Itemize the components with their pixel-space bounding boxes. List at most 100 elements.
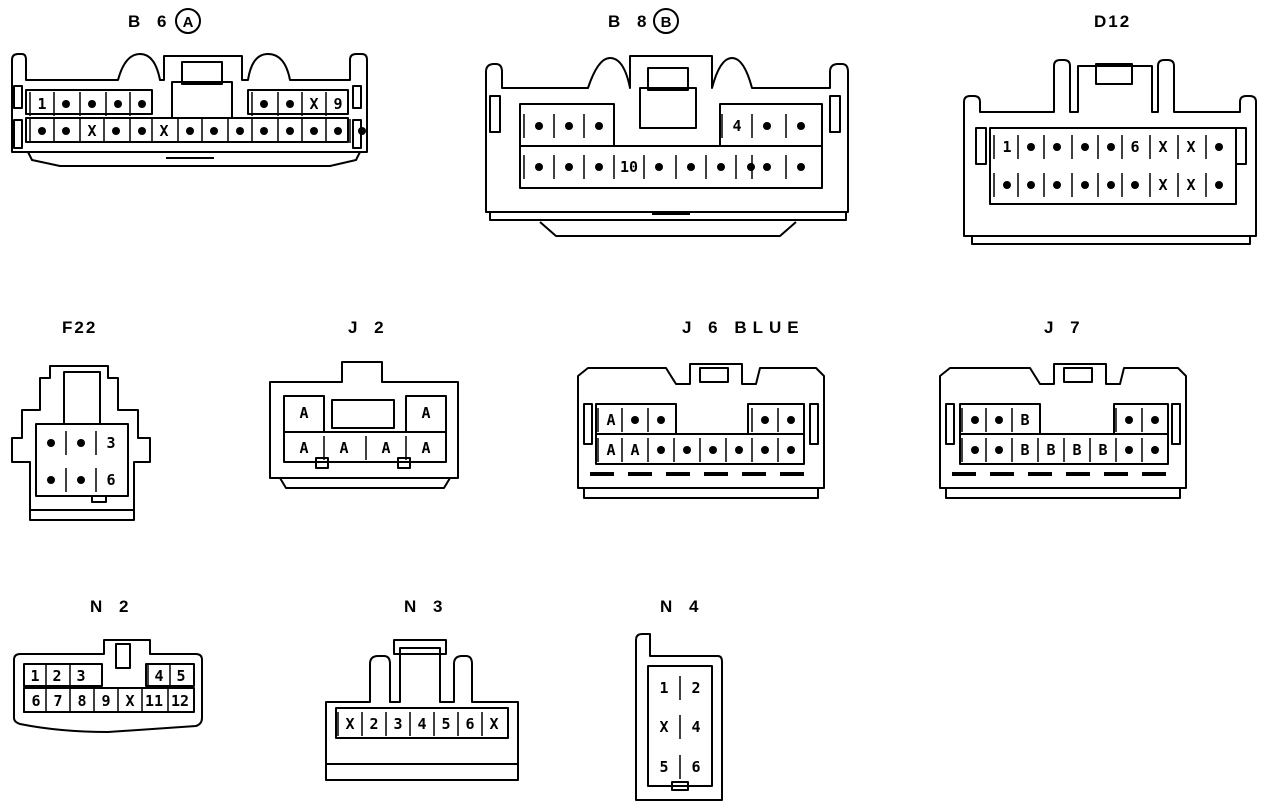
pin-label: 10 [620,158,638,176]
pin-dot [47,476,55,484]
connector-housing [13,639,203,733]
connector-d12: D12 [963,12,1257,245]
pin-dot [1107,143,1115,151]
pin-dot [88,100,96,108]
pin-dot [971,446,979,454]
pin-label: X [125,692,134,710]
pin-dot [1107,181,1115,189]
pin-dot [535,122,543,130]
pin-block [25,89,153,115]
pin-label: X [159,122,168,140]
pin-block [595,433,805,465]
pin-dot [797,163,805,171]
pin-label: 11 [145,692,163,710]
pin-dot [334,127,342,135]
connector-j7: J 7 [939,318,1187,499]
pin-label: A [339,439,348,457]
connector-latch [1095,63,1133,85]
pin-dot [286,100,294,108]
pin-label: X [1158,176,1167,194]
pin-dot [62,127,70,135]
pin-label: A [606,441,615,459]
pin-dot [761,416,769,424]
pin-label: X [87,122,96,140]
pin-label: 4 [732,117,741,135]
connector-b6: B 6 A [11,8,368,167]
connector-base [539,221,797,237]
pin-label: 3 [106,434,115,452]
pin-dot [1131,181,1139,189]
pin-dot [717,163,725,171]
connector-base [27,151,361,167]
connector-label: N 3 [404,597,448,616]
connector-key [671,781,689,791]
pin-dot [1053,143,1061,151]
connector-rib [13,119,23,149]
pin-dot [1151,446,1159,454]
connector-j2: J 2 [269,318,459,489]
connector-n3: N 3 [325,597,519,781]
pin-dot [358,127,366,135]
connector-n2: N 2 [13,597,203,733]
connector-latch-frame [639,87,697,129]
pin-label: A [299,404,308,422]
pin-dot [761,446,769,454]
connector-label: B 8 [608,12,652,31]
connector-base [971,236,1251,245]
pin-dot [260,127,268,135]
connector-rib [13,85,23,109]
pin-label: X [659,718,668,736]
connector-rib [945,403,955,445]
pin-block [25,117,349,143]
pin-dot [47,439,55,447]
pin-label: 5 [659,758,668,776]
connector-base [945,488,1181,499]
connector-key [397,457,411,469]
pin-dot [1003,181,1011,189]
connector-housing [269,361,459,479]
connector-label: F22 [62,318,97,337]
connector-base [279,477,451,489]
pin-label: 5 [441,715,450,733]
pin-label: 9 [101,692,110,710]
connector-rib [583,403,593,445]
pin-dot [114,100,122,108]
connector-key [91,495,107,503]
pin-dot [797,122,805,130]
pin-label: 9 [333,95,342,113]
pin-label: 6 [465,715,474,733]
pin-dot [709,446,717,454]
pin-dot [1125,416,1133,424]
pin-dot [1027,181,1035,189]
connector-housing [963,59,1257,237]
pin-label: 4 [417,715,426,733]
pin-dot [77,476,85,484]
connector-latch-frame [171,81,233,119]
connector-latch [393,639,447,655]
connector-latch [331,399,395,429]
pin-label: A [421,439,430,457]
connector-badge-circle [653,8,679,34]
pin-label: B [1020,441,1029,459]
pin-dot [112,127,120,135]
pin-label: B [1098,441,1107,459]
pin-label: 3 [76,667,85,685]
pin-block [519,145,823,189]
connector-b8: B 8 B [485,8,849,237]
connector-rib [352,85,362,109]
pin-dot [595,163,603,171]
connector-rib [489,95,501,133]
connector-f22: F22 [11,318,151,521]
pin-dot [138,127,146,135]
pin-dot [260,100,268,108]
pin-label: 1 [1002,138,1011,156]
pin-label: 6 [691,758,700,776]
pin-label: 6 [106,471,115,489]
pin-label: 3 [393,715,402,733]
connector-label: J 2 [348,318,390,337]
connector-latch [115,643,131,669]
connector-label: J 7 [1044,318,1086,337]
pin-dot [1215,143,1223,151]
connector-housing [325,647,519,781]
pin-dot [995,416,1003,424]
